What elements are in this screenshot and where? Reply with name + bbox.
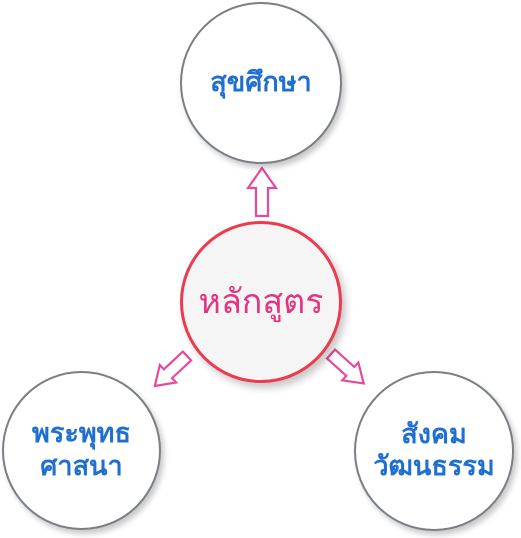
node-society-culture-label: สังคม วัฒนธรรม <box>373 418 495 482</box>
node-buddhism-label: พระพุทธ ศาสนา <box>32 418 131 482</box>
node-health-education-label: สุขศึกษา <box>210 66 312 98</box>
node-buddhism: พระพุทธ ศาสนา <box>2 371 161 530</box>
node-health-education: สุขศึกษา <box>180 2 342 164</box>
arrow-to-bottom-right <box>325 347 366 385</box>
node-society-culture: สังคม วัฒนธรรม <box>354 371 514 531</box>
arrow-to-bottom-left <box>153 350 193 388</box>
node-curriculum-label: หลักสูตร <box>198 281 324 322</box>
node-curriculum: หลักสูตร <box>180 221 342 383</box>
arrow-to-top <box>245 166 279 218</box>
